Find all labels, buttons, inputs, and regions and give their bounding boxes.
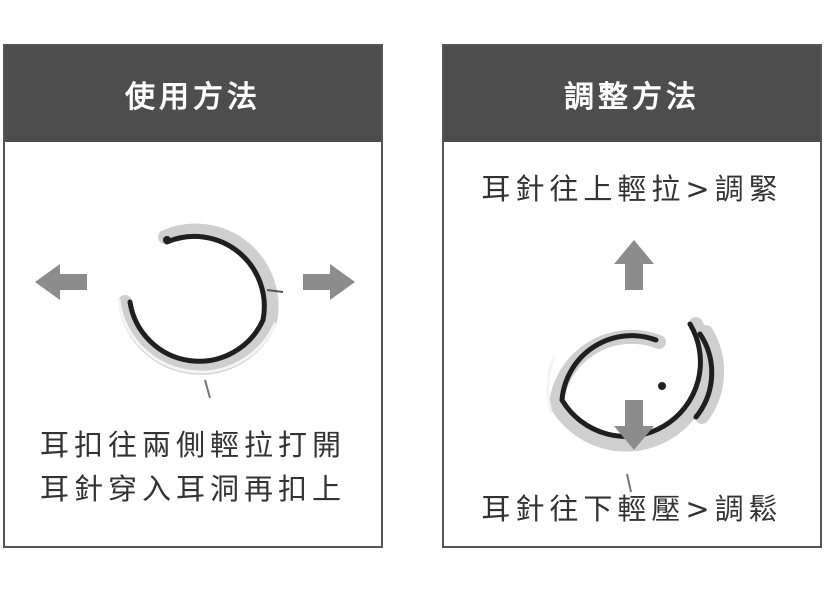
- adjust-title: 調整方法: [444, 46, 820, 142]
- hoop-earring-icon: [117, 223, 284, 399]
- usage-instruction-1: 耳扣往兩側輕拉打開: [39, 428, 346, 462]
- adjust-panel: 調整方法 耳針往上輕拉>調緊 耳針往下輕壓>調鬆: [442, 44, 822, 548]
- adjust-illustration: [546, 240, 725, 493]
- arrow-down-icon: [614, 400, 654, 450]
- usage-title: 使用方法: [5, 46, 381, 142]
- arrow-left-icon: [35, 264, 87, 300]
- hoop-earring-icon: [546, 317, 725, 493]
- usage-panel: 使用方法 耳扣往兩側輕拉打開 耳針穿入耳洞再扣上: [3, 44, 383, 548]
- arrow-right-icon: [303, 264, 355, 300]
- usage-instruction-2: 耳針穿入耳洞再扣上: [39, 472, 346, 506]
- adjust-loosen-text: 耳針往下輕壓>調鬆: [481, 492, 783, 526]
- usage-illustration: [35, 223, 355, 399]
- adjust-tighten-text: 耳針往上輕拉>調緊: [481, 172, 783, 206]
- arrow-up-icon: [614, 240, 654, 290]
